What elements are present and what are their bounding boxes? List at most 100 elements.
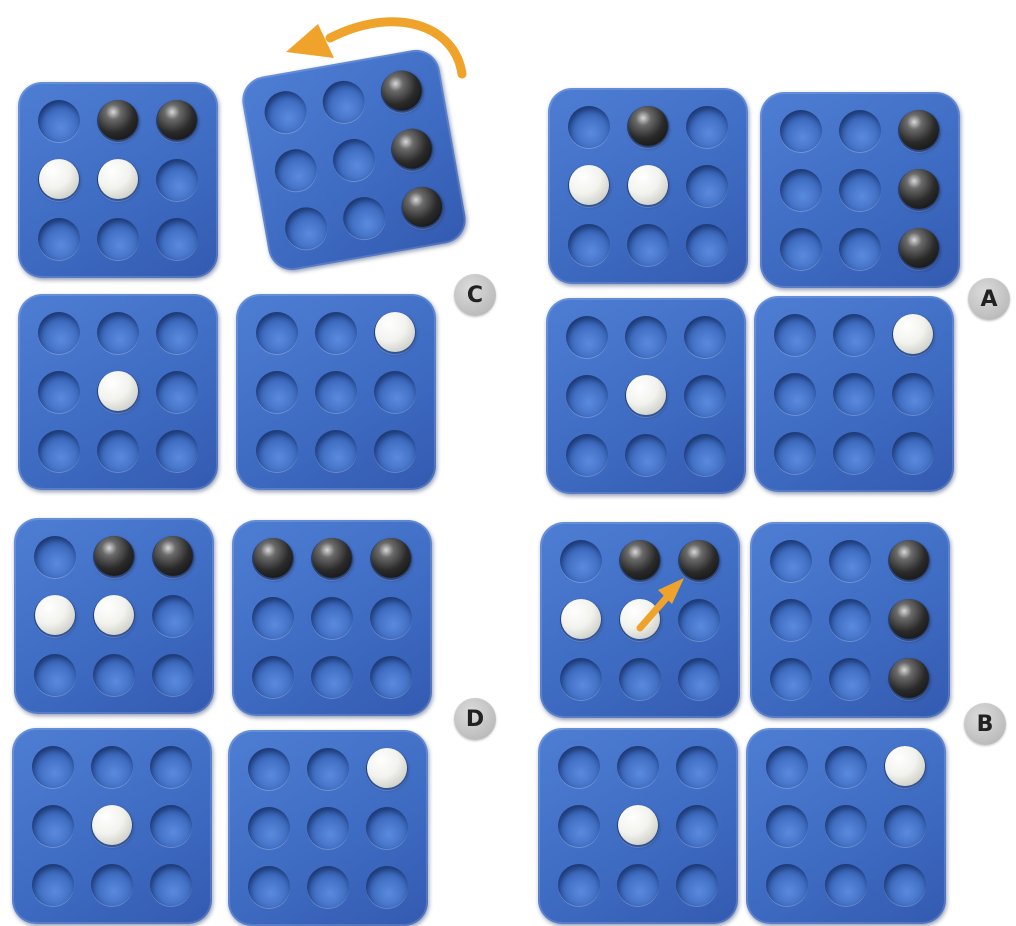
white-marble	[35, 595, 75, 635]
hole	[770, 599, 812, 641]
hole	[825, 864, 867, 906]
hole	[678, 599, 720, 641]
hole	[252, 656, 294, 698]
hole	[676, 746, 718, 788]
black-marble	[679, 540, 719, 580]
hole	[370, 538, 412, 580]
hole	[152, 536, 194, 578]
hole	[568, 106, 610, 148]
board-b-1	[540, 522, 740, 718]
option-label-c: C	[454, 274, 496, 316]
hole	[311, 597, 353, 639]
white-marble	[620, 599, 660, 639]
hole	[374, 430, 416, 472]
hole	[97, 100, 139, 142]
hole	[97, 218, 139, 260]
hole	[888, 599, 930, 641]
hole	[839, 110, 881, 152]
black-marble	[889, 540, 929, 580]
hole	[315, 312, 357, 354]
hole	[307, 866, 349, 908]
hole	[833, 373, 875, 415]
option-label-b: B	[964, 703, 1006, 745]
hole	[311, 538, 353, 580]
board-c-4	[236, 294, 436, 490]
hole	[829, 599, 871, 641]
hole	[34, 654, 76, 696]
white-marble	[92, 805, 132, 845]
hole	[892, 314, 934, 356]
board-a-2	[760, 92, 960, 288]
hole	[315, 371, 357, 413]
hole	[252, 597, 294, 639]
hole	[560, 540, 602, 582]
hole	[617, 746, 659, 788]
black-marble	[620, 540, 660, 580]
hole	[833, 314, 875, 356]
hole	[340, 193, 389, 242]
hole	[156, 218, 198, 260]
black-marble	[157, 100, 197, 140]
hole	[774, 314, 816, 356]
hole	[774, 373, 816, 415]
hole	[370, 597, 412, 639]
hole	[97, 159, 139, 201]
hole	[97, 430, 139, 472]
hole	[560, 658, 602, 700]
hole	[686, 224, 728, 266]
hole	[676, 864, 718, 906]
hole	[152, 654, 194, 696]
hole	[619, 658, 661, 700]
hole	[91, 746, 133, 788]
hole	[839, 169, 881, 211]
hole	[676, 805, 718, 847]
board-d-1	[14, 518, 214, 714]
hole	[256, 430, 298, 472]
hole	[884, 805, 926, 847]
white-marble	[98, 371, 138, 411]
hole	[248, 866, 290, 908]
hole	[366, 866, 408, 908]
hole	[34, 536, 76, 578]
hole	[307, 748, 349, 790]
hole	[686, 106, 728, 148]
board-b-3	[538, 728, 738, 924]
black-marble	[253, 538, 293, 578]
board-d-2	[232, 520, 432, 716]
black-marble	[94, 536, 134, 576]
hole	[97, 371, 139, 413]
hole	[627, 165, 669, 207]
black-marble	[399, 183, 445, 229]
hole	[566, 316, 608, 358]
board-b-4	[746, 728, 946, 924]
hole	[366, 807, 408, 849]
hole	[319, 78, 368, 127]
white-marble	[618, 805, 658, 845]
hole	[766, 805, 808, 847]
white-marble	[94, 595, 134, 635]
hole	[566, 375, 608, 417]
hole	[829, 540, 871, 582]
hole	[330, 136, 379, 185]
black-marble	[153, 536, 193, 576]
hole	[398, 183, 447, 232]
hole	[93, 536, 135, 578]
hole	[315, 430, 357, 472]
board-a-1	[548, 88, 748, 284]
black-marble	[899, 169, 939, 209]
hole	[625, 316, 667, 358]
white-marble	[561, 599, 601, 639]
black-marble	[388, 126, 434, 172]
hole	[625, 375, 667, 417]
hole	[32, 805, 74, 847]
hole	[248, 748, 290, 790]
hole	[568, 165, 610, 207]
hole	[248, 807, 290, 849]
hole	[38, 218, 80, 260]
hole	[839, 228, 881, 270]
board-a-3	[546, 298, 746, 494]
hole	[374, 371, 416, 413]
hole	[774, 432, 816, 474]
hole	[888, 658, 930, 700]
hole	[38, 100, 80, 142]
